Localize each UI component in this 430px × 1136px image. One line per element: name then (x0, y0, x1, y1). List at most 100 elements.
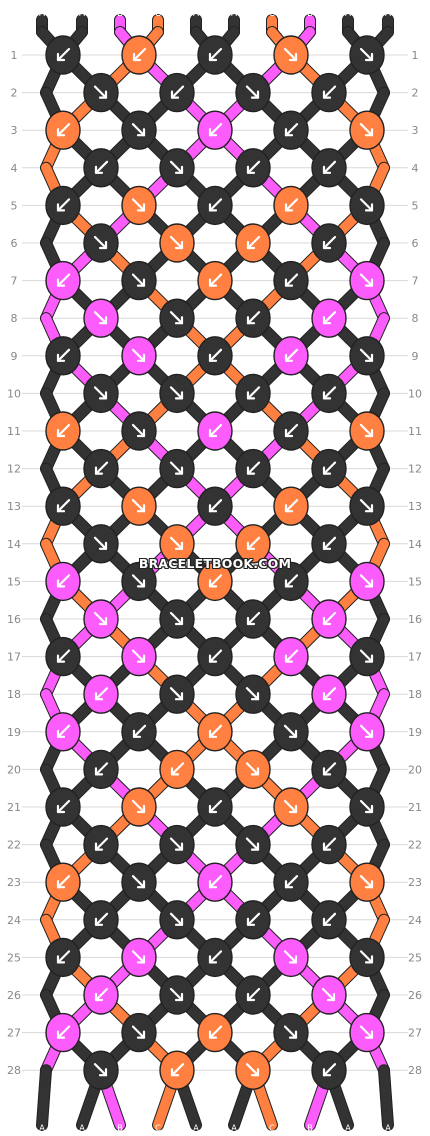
knot (83, 298, 119, 338)
arrow-down-left-icon (94, 461, 109, 475)
arrow-down-right-icon (131, 348, 146, 362)
braceletbook-watermark: BRACELETBOOK.COM (138, 556, 292, 571)
arrow-head (284, 428, 294, 438)
arrow-shaft (56, 724, 71, 738)
arrow-down-left-icon (322, 386, 337, 400)
knot (311, 448, 347, 489)
arrow-down-right-icon (169, 461, 184, 475)
knot (83, 975, 119, 1015)
arrow-head (136, 880, 146, 889)
knot (273, 862, 309, 902)
row-number-right: 4 (412, 162, 419, 175)
arrow-head (250, 1068, 260, 1077)
knot (197, 787, 233, 827)
arrow-shaft (245, 837, 260, 851)
knot (159, 298, 195, 338)
string-label-top: C (269, 9, 275, 19)
arrow-head (170, 767, 180, 776)
knot (311, 373, 347, 414)
arrow-head (364, 579, 374, 588)
arrow-down-right-icon (321, 987, 336, 1002)
arrow-shaft (359, 724, 374, 738)
arrow-down-right-icon (131, 574, 146, 588)
knot (235, 599, 271, 639)
arrow-shaft (56, 649, 71, 663)
arrow-shaft (93, 235, 108, 250)
knot (273, 486, 309, 526)
arrow-shaft (246, 461, 261, 475)
row-number-right: 18 (408, 688, 422, 701)
arrow-head (208, 278, 218, 287)
knot (311, 223, 347, 263)
knot (83, 1050, 119, 1090)
arrow-shaft (131, 273, 146, 287)
arrow-shaft (93, 611, 108, 626)
arrow-shaft (56, 499, 71, 513)
arrow-head (246, 240, 256, 250)
knot (121, 486, 157, 526)
arrow-down-left-icon (208, 47, 223, 62)
arrow-shaft (321, 987, 336, 1002)
arrow-head (322, 842, 332, 851)
knot (273, 336, 309, 376)
arrow-down-right-icon (169, 160, 184, 174)
row-number-left: 21 (7, 801, 21, 814)
arrow-shaft (93, 1063, 108, 1077)
arrow-head (322, 692, 332, 701)
arrow-down-right-icon (245, 85, 260, 99)
knot (349, 636, 385, 677)
arrow-down-right-icon (169, 235, 184, 250)
arrow-head (98, 391, 108, 400)
arrow-down-right-icon (169, 611, 184, 626)
row-number-right: 28 (408, 1064, 422, 1077)
knot (159, 223, 195, 263)
arrow-head (56, 52, 66, 62)
arrow-shaft (56, 799, 71, 814)
arrow-shaft (283, 724, 298, 738)
arrow-shaft (284, 574, 299, 588)
arrow-shaft (170, 1063, 185, 1077)
arrow-down-right-icon (359, 574, 374, 588)
arrow-head (208, 353, 218, 362)
arrow-shaft (208, 649, 223, 663)
arrow-down-right-icon (131, 950, 146, 964)
arrow-head (174, 692, 184, 701)
knot (159, 975, 195, 1015)
knot (83, 373, 119, 414)
arrow-shaft (94, 160, 109, 174)
arrow-down-right-icon (131, 123, 146, 137)
arrow-head (136, 654, 146, 663)
arrow-down-left-icon (56, 423, 71, 438)
row-number-left: 3 (11, 124, 18, 137)
arrow-head (94, 767, 104, 776)
arrow-down-right-icon (131, 423, 146, 438)
knot (311, 674, 347, 714)
arrow-shaft (208, 950, 223, 964)
knot (121, 712, 157, 752)
string-label-top: A (193, 9, 199, 19)
arrow-shaft (131, 198, 146, 212)
knot (197, 35, 233, 75)
arrow-down-left-icon (208, 649, 223, 663)
arrow-shaft (94, 912, 109, 926)
arrow-shaft (359, 799, 374, 814)
knot (45, 1012, 81, 1053)
arrow-down-left-icon (56, 875, 71, 889)
arrow-head (364, 955, 374, 964)
arrow-down-right-icon (93, 611, 108, 626)
knot (83, 749, 119, 790)
arrow-shaft (322, 85, 337, 99)
arrow-head (98, 240, 108, 250)
arrow-down-left-icon (284, 649, 299, 663)
arrow-head (94, 917, 104, 926)
arrow-shaft (93, 386, 108, 400)
arrow-shaft (170, 762, 185, 776)
knot (273, 260, 309, 301)
knot (121, 636, 157, 677)
arrow-shaft (131, 875, 146, 889)
arrow-down-right-icon (131, 799, 146, 814)
arrow-shaft (94, 762, 109, 776)
arrow-head (322, 466, 332, 475)
arrow-head (364, 729, 374, 738)
